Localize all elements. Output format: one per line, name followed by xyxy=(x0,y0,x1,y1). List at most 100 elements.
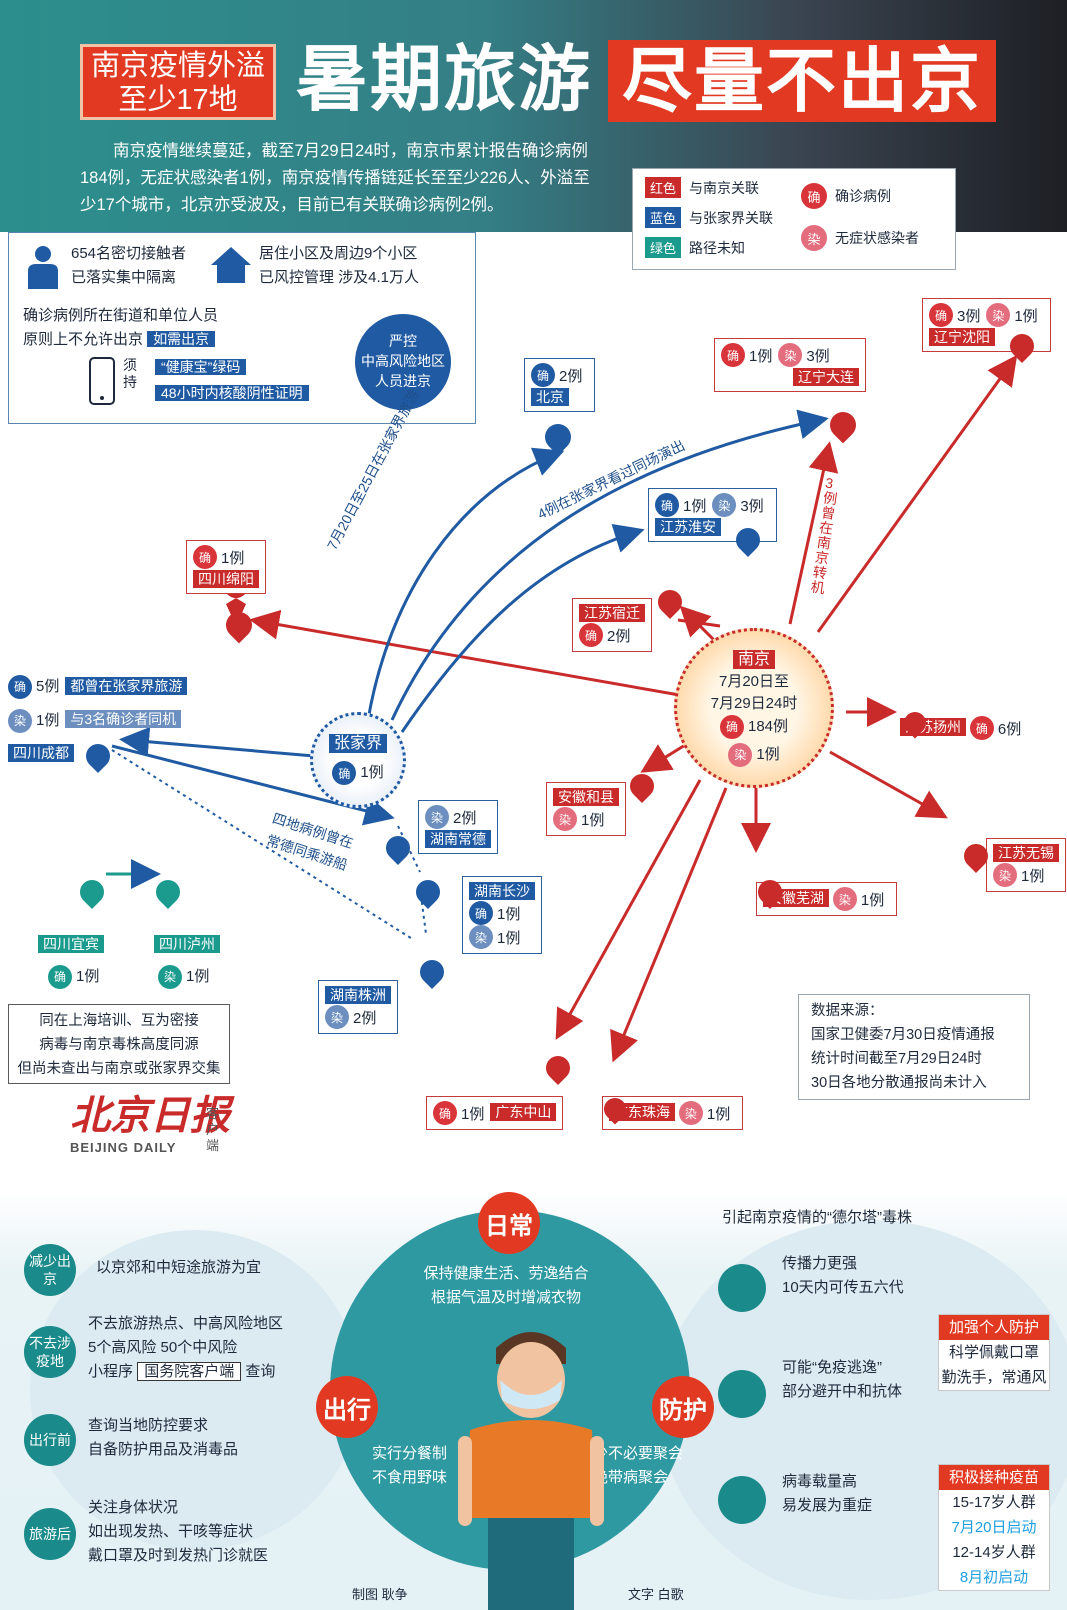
page-title-highlight: 尽量不出京 xyxy=(608,40,996,122)
zhangjiajie-name: 张家界 xyxy=(328,734,387,753)
delta-1-line1: 传播力更强 xyxy=(782,1255,858,1272)
asymptomatic-icon: 染 xyxy=(8,708,32,733)
route-zjj-dalian xyxy=(390,409,829,721)
source-line2: 国家卫健委7月30日疫情通报 xyxy=(811,1027,995,1043)
asymptomatic-icon: 染 xyxy=(712,493,737,517)
legend-red: 红色与南京关联 xyxy=(645,177,759,198)
chengdu-confirmed: 5例 xyxy=(36,678,60,696)
circle-avoid-areas: 不去涉疫地 xyxy=(24,1326,76,1378)
delta-title: 引起南京疫情的“德尔塔”毒株 xyxy=(722,1209,912,1226)
vaccination-box: 积极接种疫苗 15-17岁人群 7月20日启动 12-14岁人群 8月初启动 xyxy=(938,1464,1050,1591)
dalian-confirmed: 1例 xyxy=(749,347,773,365)
requirement-2-text: 48小时内核酸阴性证明 xyxy=(155,385,309,401)
changsha-asym: 1例 xyxy=(497,929,521,947)
chengdu-conf-note: 都曾在张家界旅游 xyxy=(65,677,188,695)
rule-line1: 确诊病例所在街道和单位人员 xyxy=(23,307,219,324)
changde-name: 湖南常德 xyxy=(425,830,491,848)
delta-3: 病毒载量高 易发展为重症 xyxy=(782,1470,872,1518)
nanjing-name: 南京 xyxy=(732,650,775,669)
dalian-name: 辽宁大连 xyxy=(793,368,859,386)
confirmed-icon: 确 xyxy=(8,675,32,700)
asymptomatic-icon: 染 xyxy=(832,887,857,911)
legend-green-tag: 绿色 xyxy=(645,237,682,258)
source-line3: 统计时间截至7月29日24时 xyxy=(811,1051,982,1067)
must-label: 须持 xyxy=(123,357,137,390)
chengdu-asym: 1例 xyxy=(36,711,60,729)
asymptomatic-icon: 染 xyxy=(993,863,1017,887)
huaian-name: 江苏淮安 xyxy=(655,518,721,536)
contacts-line2: 已落实集中隔离 xyxy=(71,269,177,286)
logo-side: 客户端 xyxy=(206,1106,220,1153)
before-trip-text: 查询当地防控要求 自备防护用品及消毒品 xyxy=(88,1414,238,1462)
headline-tag-line1: 南京疫情外溢 xyxy=(90,50,265,82)
chengdu-name-row: 四川成都 xyxy=(8,737,187,769)
nanjing-asym: 1例 xyxy=(756,745,780,763)
luzhou-name: 四川泸州 xyxy=(154,935,220,953)
legend-red-tag: 红色 xyxy=(645,177,682,198)
after-trip-text: 关注身体状况 如出现发热、干咳等症状 戴口罩及时到发热门诊就医 xyxy=(88,1496,268,1568)
route-zjj-beijing xyxy=(366,447,565,721)
suqian-name: 江苏宿迁 xyxy=(579,604,645,622)
confirmed-icon: 确 xyxy=(929,303,953,327)
zhongshan-name: 广东中山 xyxy=(490,1102,557,1121)
shenyang-asym: 1例 xyxy=(1014,307,1038,325)
route-zjj-huaian xyxy=(400,523,645,733)
asymptomatic-icon: 染 xyxy=(158,965,182,990)
suqian-confirmed: 2例 xyxy=(607,627,631,645)
route-nanjing-zhuhai xyxy=(610,787,728,1063)
confirmed-icon: 确 xyxy=(469,901,493,925)
daily-line2: 根据气温及时增减衣物 xyxy=(430,1289,581,1306)
legend-confirmed-text: 确诊病例 xyxy=(835,188,891,204)
wuxi-name: 江苏无锡 xyxy=(993,844,1059,862)
chengdu-asym-note: 与3名确诊者同机 xyxy=(65,710,182,729)
headline-tag: 南京疫情外溢 至少17地 xyxy=(80,44,276,120)
hexian-name: 安徽和县 xyxy=(553,788,619,806)
avoid-line2: 5个高风险 50个中风险 xyxy=(88,1339,238,1356)
delta-2-line2: 部分避开中和抗体 xyxy=(782,1383,903,1400)
asymptomatic-icon: 染 xyxy=(553,807,577,831)
source-line4: 30日各地分散通报尚未计入 xyxy=(811,1075,987,1091)
community-line2: 已风控管理 涉及4.1万人 xyxy=(259,269,420,286)
community-line1: 居住小区及周边9个小区 xyxy=(259,245,418,262)
confirmed-icon: 确 xyxy=(801,183,827,209)
travel-line2: 不食用野味 xyxy=(372,1469,448,1486)
source-line1: 数据来源： xyxy=(811,1003,884,1019)
page-title: 暑期旅游 xyxy=(296,40,593,120)
unknown-path-note: 同在上海培训、互为密接 病毒与南京毒株高度同源 但尚未查出与南京或张家界交集 xyxy=(8,1004,230,1084)
route-nanjing-suqian xyxy=(679,605,718,644)
yibin-name: 四川宜宾 xyxy=(38,935,104,953)
legend: 红色与南京关联 蓝色与张家界关联 绿色路径未知 确确诊病例 染无症状感染者 xyxy=(632,168,956,270)
after-line1: 关注身体状况 xyxy=(88,1499,179,1516)
route-nanjing-dalian xyxy=(788,441,839,625)
requirement-1-text: “健康宝”绿码 xyxy=(155,359,247,375)
nanjing-date-line2: 7月29日24时 xyxy=(710,695,798,712)
confirmed-icon: 确 xyxy=(721,343,745,367)
wuxi-asym: 1例 xyxy=(1021,867,1045,885)
avoid-areas-text: 不去旅游热点、中高风险地区 5个高风险 50个中风险 小程序 国务院客户端 查询 xyxy=(88,1312,283,1384)
shenyang-name: 辽宁沈阳 xyxy=(929,328,995,346)
box2-line2: 7月20日启动 xyxy=(951,1519,1037,1536)
daily-line1: 保持健康生活、劳逸结合 xyxy=(423,1265,589,1282)
route-zjj-chengdu xyxy=(119,726,315,758)
legend-asym: 染无症状感染者 xyxy=(801,225,919,251)
route-nanjing-mianyang xyxy=(249,609,686,698)
box2-line4: 8月初启动 xyxy=(959,1569,1029,1586)
gov-app-box: 国务院客户端 xyxy=(137,1362,242,1381)
legend-blue-text: 与张家界关联 xyxy=(689,209,774,226)
zhuzhou-asym: 2例 xyxy=(353,1009,377,1027)
box1-line1: 科学佩戴口罩 xyxy=(948,1344,1039,1361)
nanjing-date-line1: 7月20日至 xyxy=(718,673,790,690)
huaian-asym: 3例 xyxy=(740,497,764,515)
avoid-line1: 不去旅游热点、中高风险地区 xyxy=(88,1315,284,1332)
phone-icon xyxy=(89,357,115,405)
